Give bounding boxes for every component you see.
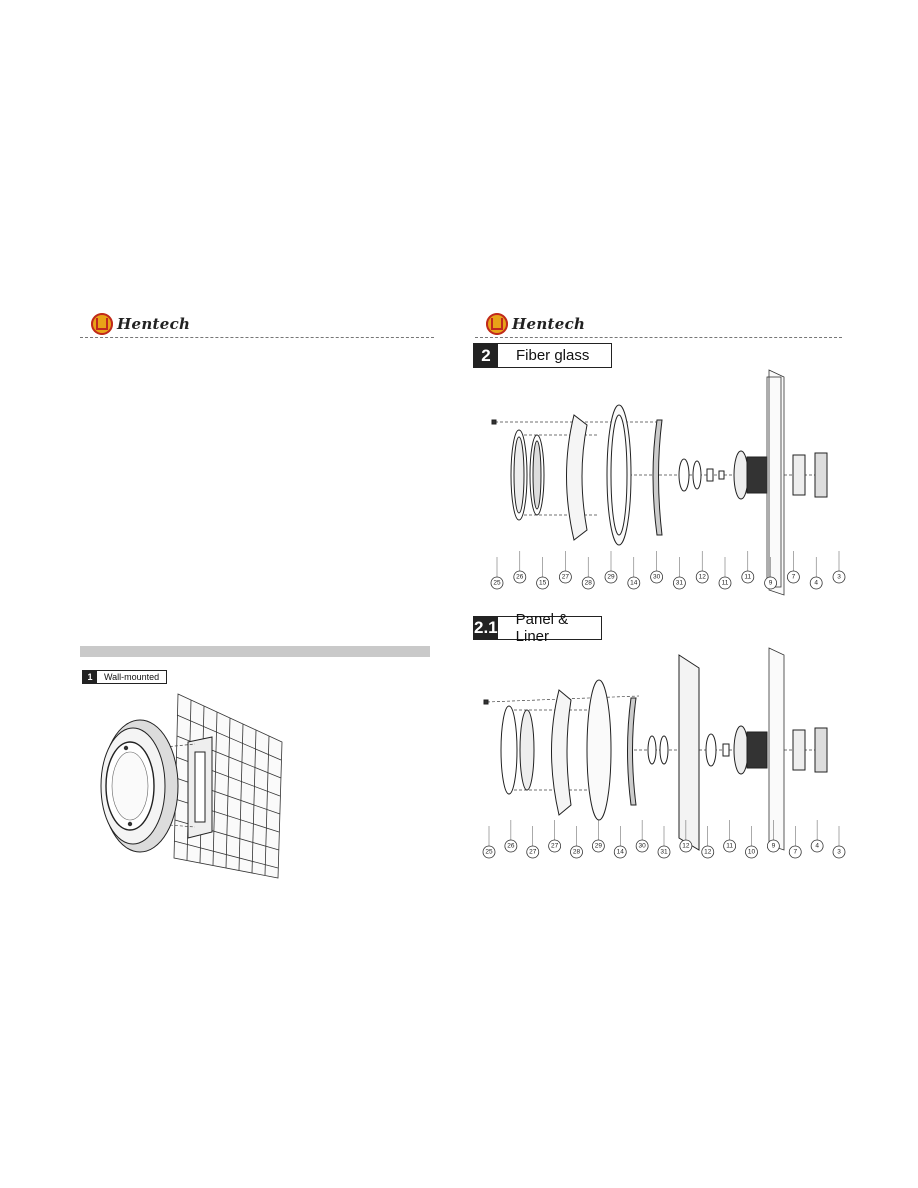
- panel-liner-exploded-diagram: 25 26 27 27 28 29 14 30 31 12 12 11 10 9 7 4 3: [482, 647, 846, 859]
- callout-number: 27: [562, 574, 570, 581]
- section-label-fiber-glass: 2 Fiber glass: [473, 343, 612, 368]
- callout-number: 30: [653, 574, 661, 581]
- mounting-bracket: [187, 736, 213, 839]
- section-bar: [80, 646, 430, 657]
- callout-number: 9: [772, 843, 776, 850]
- callout-number: 29: [595, 843, 603, 850]
- section-number: 2.1: [474, 617, 498, 639]
- header-divider: [475, 337, 842, 338]
- callout-number: 4: [814, 580, 818, 587]
- callout-circle: [627, 576, 641, 590]
- callout-number: 12: [699, 574, 707, 581]
- callout-number: 27: [551, 843, 559, 850]
- callout-number: 14: [617, 849, 625, 856]
- callout-number: 14: [630, 580, 638, 587]
- callout-circle: [613, 845, 627, 859]
- callout-number: 15: [539, 580, 547, 587]
- fiber-glass-exploded-diagram: 25 26 15 27 28 29 14 30 31 12 11 11 9 7 4 3: [490, 369, 846, 596]
- section-label-wall-mounted: 1 Wall-mounted: [82, 670, 168, 684]
- callout-circle: [766, 839, 780, 853]
- callout-circle: [718, 576, 732, 590]
- callout-number: 9: [769, 580, 773, 587]
- callout-number: 11: [726, 843, 733, 850]
- callout-number: 27: [529, 849, 537, 856]
- callout-number: 10: [748, 849, 756, 856]
- callout-number: 28: [585, 580, 593, 587]
- brand-name: Hentech: [512, 315, 586, 333]
- callout-circle: [513, 570, 527, 584]
- callout-number: 12: [682, 843, 690, 850]
- panel-callouts: 25 26 27 27 28 29 14 30 31 12 12 11 10 9 7 4 3: [482, 820, 846, 859]
- callout-circle: [570, 845, 583, 859]
- right-page: Hentech 2 Fiber glass: [459, 0, 918, 1188]
- callout-number: 28: [573, 849, 581, 856]
- callout-circle: [482, 845, 496, 859]
- header-divider: [80, 337, 434, 338]
- brand-logo: Hentech: [486, 311, 585, 337]
- callout-circle: [745, 845, 758, 859]
- callout-number: 3: [837, 574, 841, 581]
- brand-logo: Hentech: [91, 311, 190, 337]
- callout-number: 31: [676, 580, 684, 587]
- pool-light-fixture: [100, 719, 179, 853]
- callout-number: 25: [493, 580, 501, 587]
- hentech-logo-icon: [91, 313, 113, 335]
- callout-circle: [490, 576, 504, 590]
- callout-circle: [657, 845, 671, 859]
- callout-circle: [536, 576, 549, 590]
- callout-circle: [695, 570, 709, 584]
- section-number: 2: [474, 344, 498, 367]
- fiber-glass-parts: [491, 404, 828, 546]
- callout-circle: [764, 576, 778, 590]
- callout-circle: [701, 845, 715, 859]
- callout-number: 29: [607, 574, 615, 581]
- callout-circle: [810, 839, 824, 853]
- callout-circle: [672, 576, 686, 590]
- section-title: Panel & Liner: [515, 611, 569, 645]
- fiber-callouts: 25 26 15 27 28 29 14 30 31 12 11 11 9 7 4 3: [490, 551, 846, 590]
- panel-liner-parts: [483, 654, 828, 851]
- callout-number: 11: [744, 574, 751, 581]
- callout-circle: [723, 839, 737, 853]
- callout-circle: [786, 570, 800, 584]
- callout-circle: [526, 845, 540, 859]
- callout-number: 7: [792, 574, 796, 581]
- callout-circle: [604, 570, 618, 584]
- callout-circle: [581, 576, 595, 590]
- callout-circle: [832, 570, 846, 584]
- hentech-logo-icon: [486, 313, 508, 335]
- callout-circle: [832, 845, 846, 859]
- callout-circle: [788, 845, 802, 859]
- callout-circle: [559, 570, 572, 584]
- callout-number: 26: [516, 574, 524, 581]
- left-page: Hentech 1 Wall-mounted: [80, 311, 434, 879]
- tile-wall: [768, 647, 785, 851]
- callout-number: 26: [507, 843, 515, 850]
- callout-circle: [591, 839, 605, 853]
- callout-number: 30: [639, 843, 647, 850]
- section-label-panel-liner: 2.1 Panel & Liner: [473, 611, 602, 645]
- callout-number: 3: [837, 849, 841, 856]
- section-title: Fiber glass: [516, 347, 590, 364]
- callout-circle: [635, 839, 649, 853]
- wall-mounted-diagram: [100, 693, 283, 879]
- callout-number: 7: [793, 849, 797, 856]
- callout-circle: [679, 839, 693, 853]
- callout-number: 31: [660, 849, 668, 856]
- brand-name: Hentech: [117, 315, 191, 333]
- callout-number: 4: [815, 843, 819, 850]
- tile-wall: [766, 369, 785, 596]
- callout-number: 12: [704, 849, 712, 856]
- callout-circle: [809, 576, 823, 590]
- callout-circle: [548, 839, 562, 853]
- callout-number: 11: [722, 580, 729, 587]
- section-title: Wall-mounted: [104, 672, 160, 682]
- callout-circle: [741, 570, 755, 584]
- section-number: 1: [83, 671, 97, 683]
- callout-circle: [504, 839, 518, 853]
- callout-circle: [650, 570, 664, 584]
- callout-number: 25: [485, 849, 493, 856]
